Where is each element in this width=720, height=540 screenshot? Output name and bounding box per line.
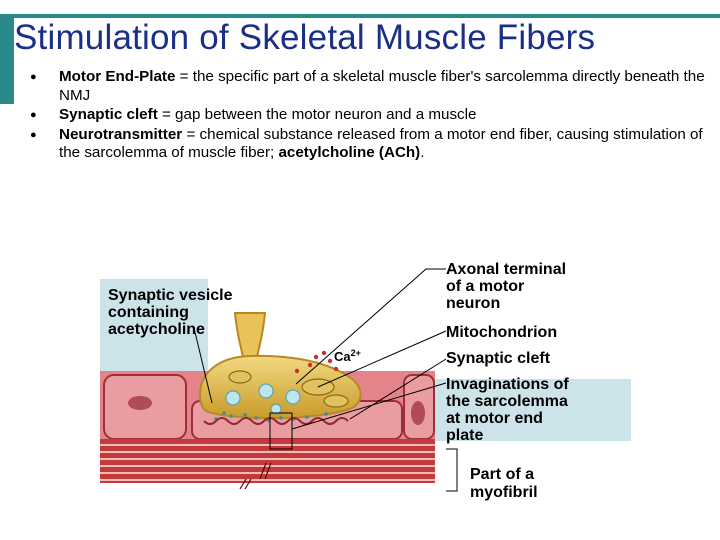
label-invagination-line1: Invaginations of	[446, 376, 569, 393]
label-myofibril-line1: Part of a	[470, 466, 534, 483]
bullet-dot-icon: ●	[30, 128, 37, 141]
label-calcium: Ca2+	[334, 348, 361, 364]
cell-nuclei	[128, 396, 425, 425]
label-axon-line3: neuron	[446, 295, 500, 312]
bullet-text: = the specific part of a skeletal muscle…	[59, 68, 705, 104]
label-calcium-charge: 2+	[351, 348, 361, 358]
myofibril-band	[100, 439, 435, 483]
neuromuscular-junction-figure: Synaptic vesicle containing acetycholine…	[100, 261, 631, 501]
bullet-text: = chemical substance released from a mot…	[59, 125, 703, 162]
bullet-text: = gap between the motor neuron and a mus…	[157, 106, 477, 123]
label-myofibril-line2: myofibril	[470, 484, 538, 501]
label-axon-line2: of a motor	[446, 278, 524, 295]
bullet-term: Synaptic cleft	[59, 106, 158, 123]
leader-lines	[193, 268, 458, 492]
label-panel-right	[435, 379, 631, 441]
bullet-neurotransmitter: ● Neurotransmitter = chemical substance r…	[30, 126, 715, 163]
myofibril-striations	[100, 444, 435, 481]
bullet-dot-icon: ●	[30, 71, 37, 83]
bullet-tail: .	[420, 144, 425, 161]
label-invagination-line4: plate	[446, 427, 483, 444]
bullet-list: ● Motor End-Plate = the specific part of …	[30, 68, 715, 164]
bullet-emphasis: acetylcholine (ACh)	[278, 144, 421, 161]
calcium-ions	[294, 350, 339, 374]
bullet-term: Neurotransmitter	[59, 125, 183, 143]
label-calcium-symbol: Ca	[334, 349, 351, 364]
label-invagination-line2: the sarcolemma	[446, 393, 568, 410]
sarcolemma-invaginations	[203, 417, 349, 425]
bullet-motor-end-plate: ● Motor End-Plate = the specific part of …	[30, 68, 715, 105]
bullet-term: Motor End-Plate	[59, 68, 176, 85]
invagination-callout-box	[269, 412, 293, 450]
label-invagination-line3: at motor end	[446, 410, 543, 427]
label-mitochondrion: Mitochondrion	[446, 324, 557, 341]
bullet-synaptic-cleft: ● Synaptic cleft = gap between the motor …	[30, 106, 715, 125]
slide-title: Stimulation of Skeletal Muscle Fibers	[14, 18, 596, 57]
myofibril-break-marks	[239, 462, 272, 490]
title-accent-rule	[0, 14, 720, 18]
label-vesicle-line3: acetycholine	[108, 321, 205, 338]
label-vesicle-line2: containing	[108, 304, 189, 321]
axon-stalk	[233, 312, 267, 358]
bullet-dot-icon: ●	[30, 109, 37, 121]
label-vesicle-line1: Synaptic vesicle	[108, 287, 233, 304]
label-synaptic-cleft: Synaptic cleft	[446, 350, 551, 367]
label-axon-line1: Axonal terminal	[446, 261, 566, 278]
synaptic-vesicles	[225, 383, 301, 415]
side-accent-bar	[0, 18, 14, 104]
